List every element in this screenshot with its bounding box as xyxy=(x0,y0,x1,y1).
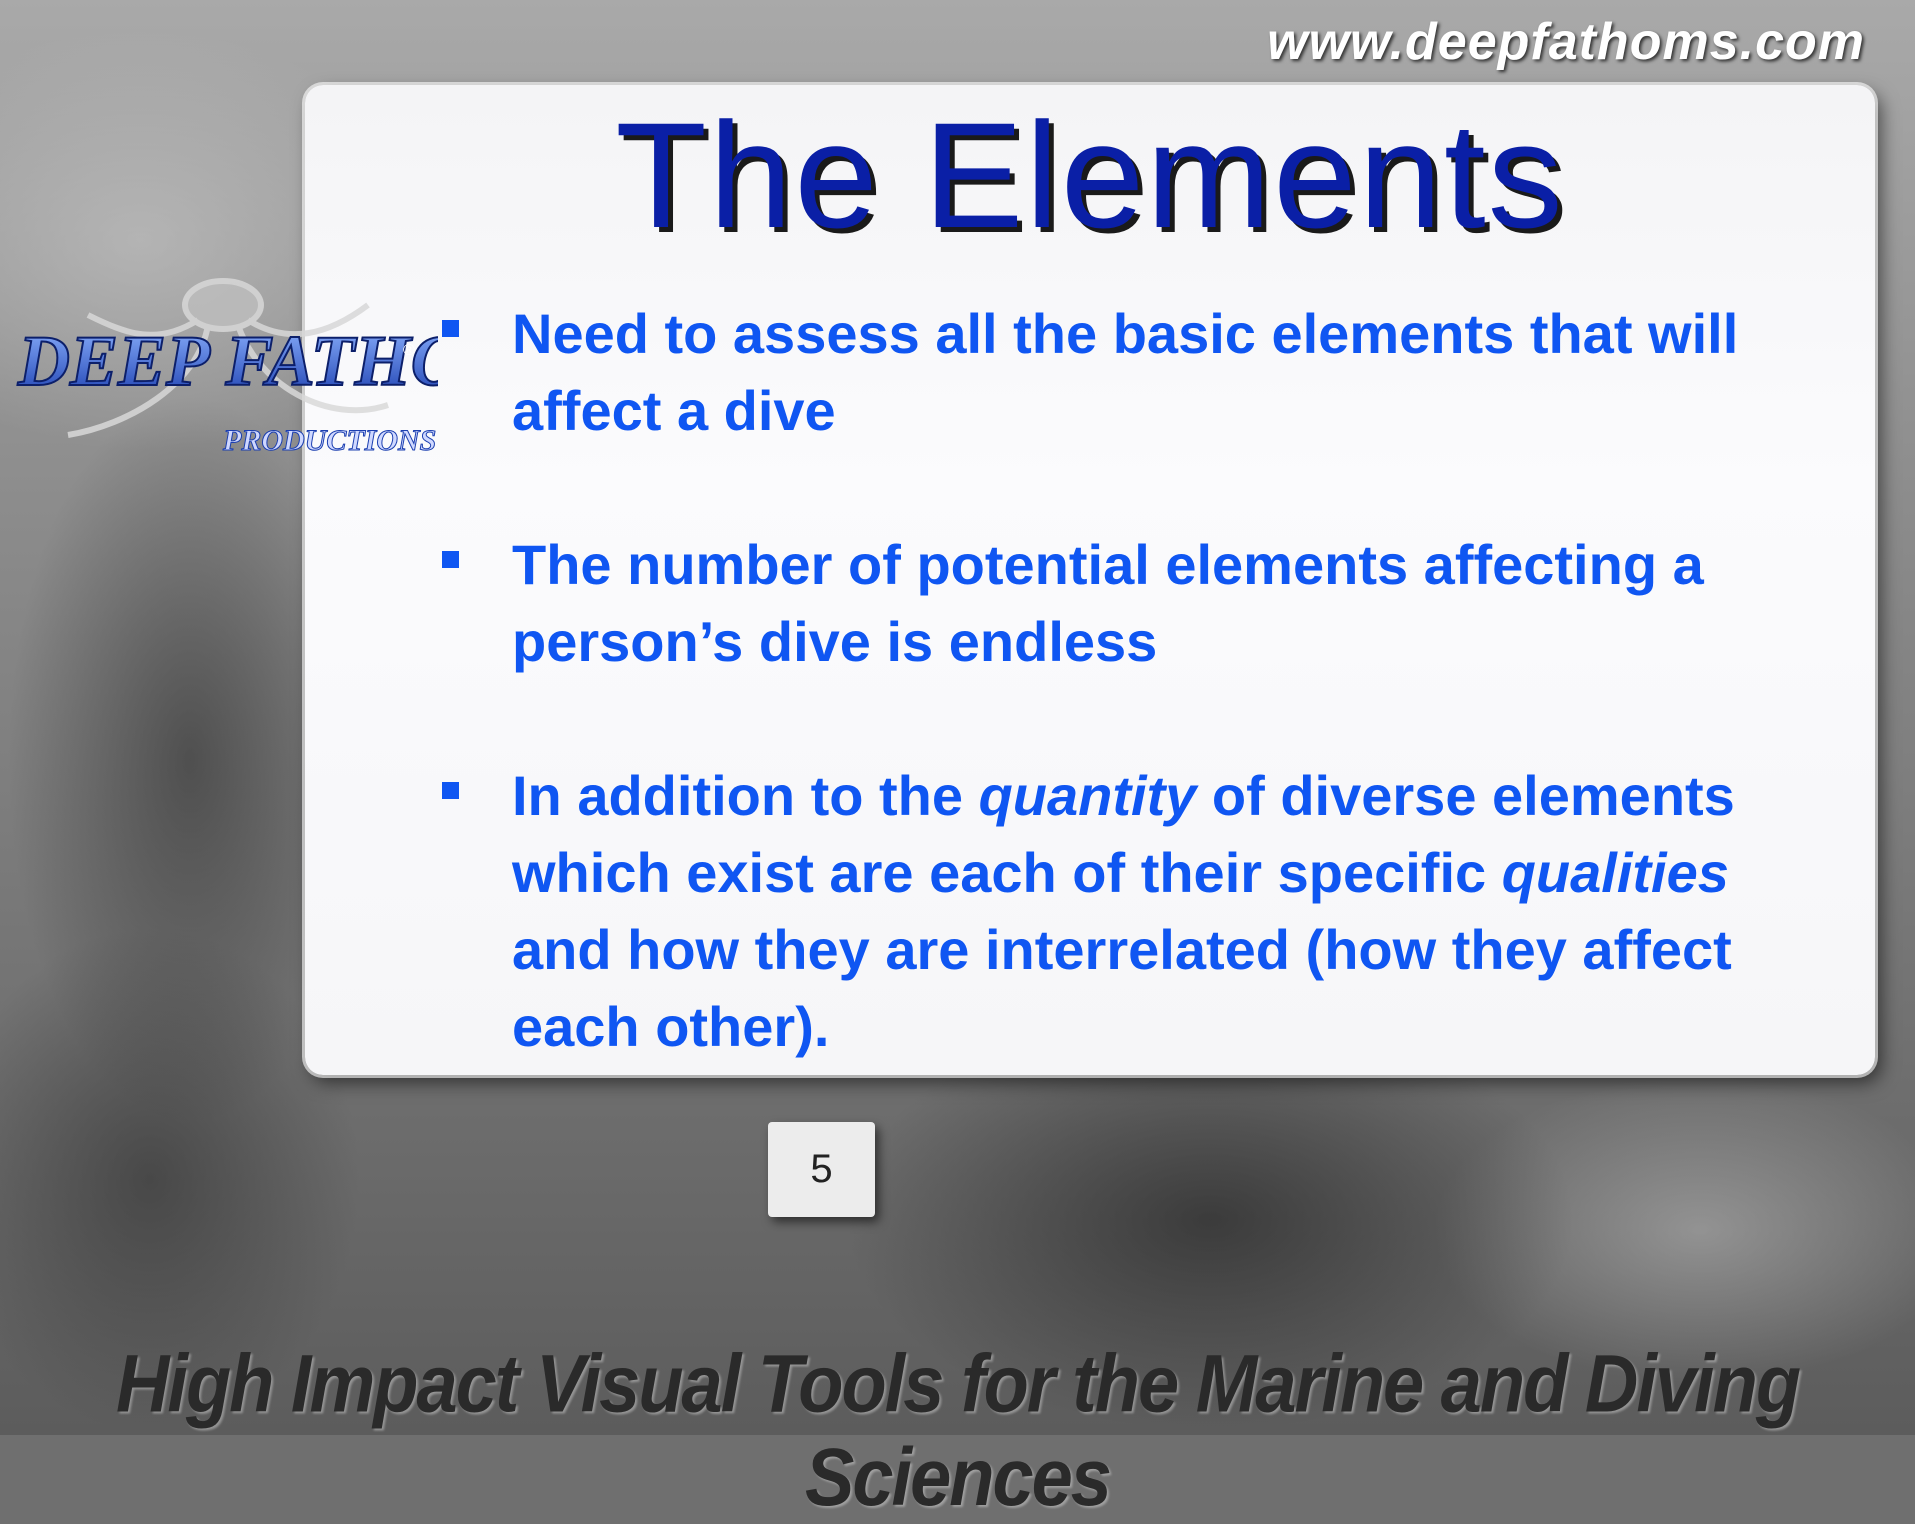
bullet-square-icon xyxy=(442,320,459,337)
logo-subtitle: PRODUCTIONS xyxy=(222,424,436,457)
bullet-emphasis-qualities: qualities xyxy=(1501,841,1729,904)
bullet-square-icon xyxy=(442,551,459,568)
bullet-list: Need to assess all the basic elements th… xyxy=(440,295,1840,1142)
bullet-text: Need to assess all the basic elements th… xyxy=(512,302,1739,442)
footer-tagline: High Impact Visual Tools for the Marine … xyxy=(115,1337,1801,1523)
bullet-text: The number of potential elements affecti… xyxy=(512,533,1704,673)
page-number: 5 xyxy=(768,1122,875,1217)
slide-panel xyxy=(305,85,1875,1075)
bullet-square-icon xyxy=(442,782,459,799)
bullet-text-part: In addition to the xyxy=(512,764,979,827)
deep-fathoms-logo: DEEP FATHOMS ® PRODUCTIONS xyxy=(16,278,438,458)
bullet-text-part: of diverse elements which exist are each… xyxy=(512,764,1735,904)
bullet-emphasis-quantity: quantity xyxy=(978,764,1197,827)
bullet-item: The number of potential elements affecti… xyxy=(440,526,1840,680)
bullet-text-part: and how they are interrelated (how they … xyxy=(512,918,1732,1058)
bullet-item: In addition to the quantity of diverse e… xyxy=(440,757,1840,1065)
logo-wordmark: DEEP FATHOMS xyxy=(17,321,438,401)
octopus-icon xyxy=(67,278,389,438)
slide-title: The Elements xyxy=(615,91,1565,259)
website-url: www.deepfathoms.com xyxy=(1267,13,1865,71)
bullet-item: Need to assess all the basic elements th… xyxy=(440,295,1840,449)
registered-mark: ® xyxy=(403,342,415,359)
